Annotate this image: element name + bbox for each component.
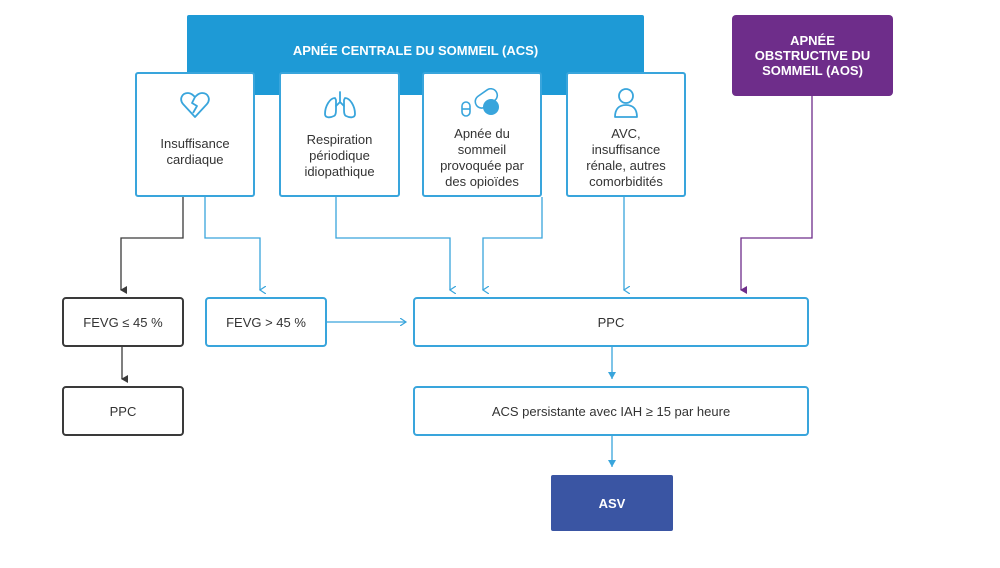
- card-apnee-opioides: Apnée du sommeil provoquée par des opioï…: [422, 72, 542, 197]
- acs-persistent-box: ACS persistante avec IAH ≥ 15 par heure: [413, 386, 809, 436]
- card-avc-comorbidites: AVC, insuffisance rénale, autres comorbi…: [566, 72, 686, 197]
- person-icon: [613, 86, 639, 120]
- card-insuffisance-cardiaque: Insuffisance cardiaque: [135, 72, 255, 197]
- acs-header-label: APNÉE CENTRALE DU SOMMEIL (ACS): [292, 43, 539, 58]
- ppc-left-box: PPC: [62, 386, 184, 436]
- lungs-icon: [322, 88, 358, 122]
- acs-persistent-label: ACS persistante avec IAH ≥ 15 par heure: [491, 403, 731, 419]
- fevg-high-label: FEVG > 45 %: [226, 314, 306, 330]
- asv-label: ASV: [598, 495, 626, 511]
- card-label: Respiration périodique idiopathique: [304, 132, 375, 179]
- card-respiration-periodique: Respiration périodique idiopathique: [279, 72, 400, 197]
- aos-header: APNÉE OBSTRUCTIVE DU SOMMEIL (AOS): [732, 15, 893, 96]
- asv-box: ASV: [551, 475, 673, 531]
- fevg-low-box: FEVG ≤ 45 %: [62, 297, 184, 347]
- card-label: Insuffisance cardiaque: [160, 136, 230, 167]
- connector-ic-to-fevg-low: [120, 197, 184, 294]
- connector-ic-to-fevg-high: [204, 197, 260, 290]
- card-label: Apnée du sommeil provoquée par des opioï…: [440, 126, 524, 189]
- pills-icon: [460, 86, 504, 120]
- connector-opioides-to-ppc: [483, 197, 543, 290]
- ppc-main-label: PPC: [597, 314, 625, 330]
- connector-respiration-to-ppc: [335, 197, 450, 290]
- fevg-high-box: FEVG > 45 %: [205, 297, 327, 347]
- connector-aos-to-ppc: [740, 96, 813, 294]
- ppc-left-label: PPC: [109, 403, 137, 419]
- broken-heart-icon: [180, 88, 210, 122]
- fevg-low-label: FEVG ≤ 45 %: [83, 314, 163, 330]
- card-label: AVC, insuffisance rénale, autres comorbi…: [586, 126, 666, 189]
- ppc-main-box: PPC: [413, 297, 809, 347]
- aos-header-label: APNÉE OBSTRUCTIVE DU SOMMEIL (AOS): [754, 33, 871, 78]
